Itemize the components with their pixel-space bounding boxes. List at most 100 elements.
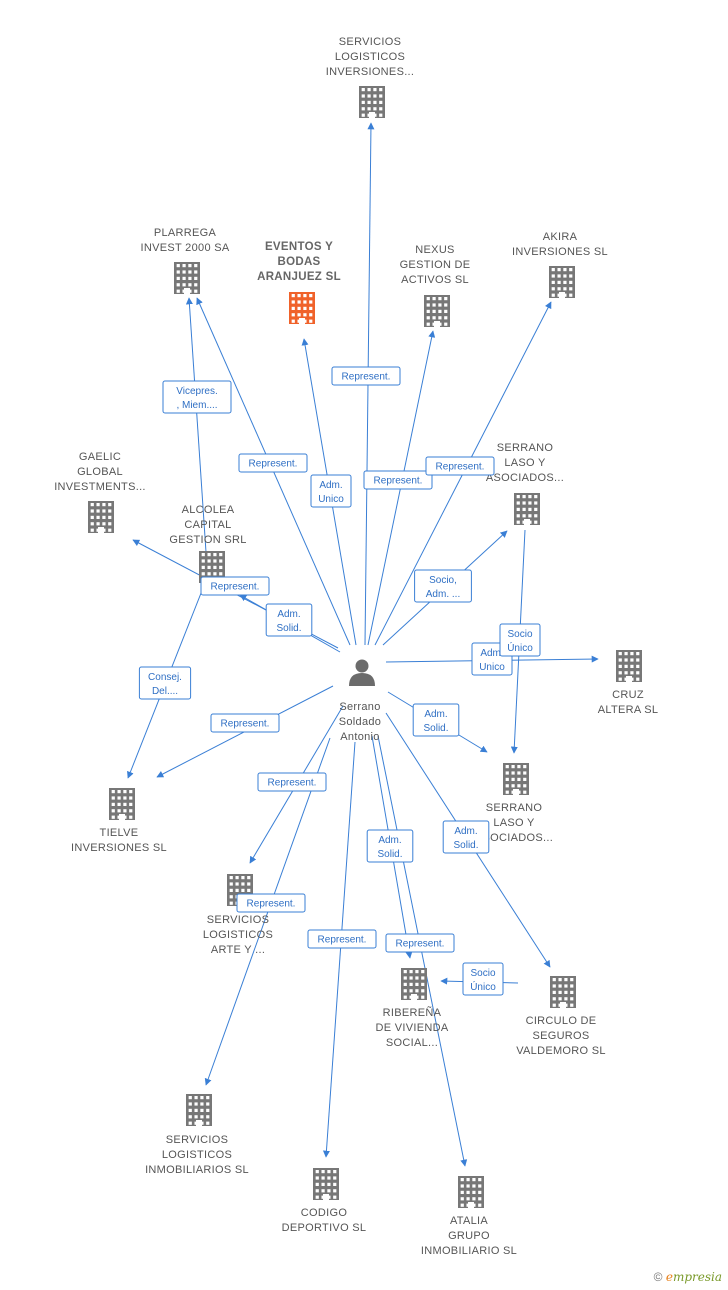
building-icon[interactable] <box>313 1168 339 1200</box>
edge-label-text: Del.... <box>152 686 178 697</box>
building-door <box>411 994 417 1000</box>
edge-label-p-ribera[interactable]: Adm.Solid. <box>366 829 414 863</box>
edge-label-p-gaelic[interactable]: Represent. <box>200 576 270 596</box>
building-icon[interactable] <box>424 295 450 327</box>
building-window <box>200 1108 204 1112</box>
building-window <box>367 107 371 111</box>
edge-label-p-plarrega[interactable]: Represent. <box>238 453 308 473</box>
node-label-line: VALDEMORO SL <box>516 1045 606 1057</box>
building-window <box>421 989 425 993</box>
building-window <box>108 503 112 507</box>
edge-label-text: Unico <box>318 494 344 505</box>
edge-label-text: Adm. <box>277 609 300 620</box>
building-icon[interactable] <box>289 292 315 324</box>
building-icon[interactable] <box>550 976 576 1008</box>
building-door <box>468 1202 474 1208</box>
edge-label-p-codigo[interactable]: Represent. <box>307 929 377 949</box>
building-window <box>176 264 180 268</box>
building-window <box>188 276 192 280</box>
building-window <box>426 303 430 307</box>
building-window <box>558 984 562 988</box>
building-window <box>123 796 127 800</box>
person-icon[interactable] <box>349 659 375 687</box>
building-window <box>551 287 555 291</box>
edge-label-p-atalia[interactable]: Represent. <box>385 933 455 953</box>
company-node-gaelic[interactable]: GAELICGLOBALINVESTMENTS... <box>54 451 146 533</box>
edge-label-alcolea-plarrega[interactable]: Vicepres., Miem.... <box>162 380 232 414</box>
building-window <box>618 664 622 668</box>
edge-label-p-serrano2[interactable]: Adm.Solid. <box>412 703 460 737</box>
edge-label-alcolea-tielve[interactable]: Consej.Del.... <box>138 666 192 700</box>
edge-label-p-svcarte[interactable]: Represent. <box>257 772 327 792</box>
building-icon[interactable] <box>186 1094 212 1126</box>
building-icon[interactable] <box>174 262 200 294</box>
building-window <box>194 289 198 293</box>
edge-label-p-alcolea[interactable]: Adm.Solid. <box>265 603 313 637</box>
edge-label-p-svcinmo[interactable]: Represent. <box>236 893 306 913</box>
node-label-line: PLARREGA <box>154 227 217 239</box>
building-window <box>207 572 211 576</box>
building-icon[interactable] <box>514 493 540 525</box>
edge-label-box <box>310 474 352 508</box>
edge-label-p-akira[interactable]: Represent. <box>425 456 495 476</box>
edge-label-p-circulo[interactable]: Adm.Solid. <box>442 820 490 854</box>
building-window <box>213 559 217 563</box>
edge-label-p-tielve[interactable]: Represent. <box>210 713 280 733</box>
building-icon[interactable] <box>549 266 575 298</box>
building-icon[interactable] <box>503 763 529 795</box>
building-window <box>528 495 532 499</box>
building-window <box>111 815 115 819</box>
building-window <box>315 1176 319 1180</box>
node-label-line: LASO Y <box>493 817 535 829</box>
building-icon[interactable] <box>88 501 114 533</box>
building-window <box>460 1178 464 1182</box>
building-icon[interactable] <box>359 86 385 118</box>
building-window <box>466 1190 470 1194</box>
building-icon[interactable] <box>616 650 642 682</box>
building-window <box>188 1096 192 1100</box>
edge-label-p-serrano1[interactable]: Socio,Adm. ... <box>414 569 472 603</box>
building-window <box>108 509 112 513</box>
building-icon[interactable] <box>401 968 427 1000</box>
building-window <box>426 316 430 320</box>
building-icon[interactable] <box>109 788 135 820</box>
building-window <box>188 1108 192 1112</box>
building-window <box>361 100 365 104</box>
building-window <box>630 664 634 668</box>
building-window <box>409 982 413 986</box>
building-window <box>361 113 365 117</box>
edge-label-p-nexus[interactable]: Represent. <box>363 470 433 490</box>
building-icon[interactable] <box>458 1176 484 1208</box>
company-node-svcinv[interactable]: SERVICIOSLOGISTICOSINVERSIONES... <box>326 36 415 118</box>
building-window <box>200 1096 204 1100</box>
building-window <box>466 1178 470 1182</box>
building-window <box>421 982 425 986</box>
building-window <box>534 520 538 524</box>
building-window <box>321 1176 325 1180</box>
edge-label-p-eventos[interactable]: Adm.Unico <box>310 474 352 508</box>
edge-label-box <box>385 933 455 953</box>
node-label-line: ALTERA SL <box>598 704 659 716</box>
building-window <box>247 888 251 892</box>
edge-label-box <box>265 603 313 637</box>
edge-label-p-svcinv[interactable]: Represent. <box>331 366 401 386</box>
